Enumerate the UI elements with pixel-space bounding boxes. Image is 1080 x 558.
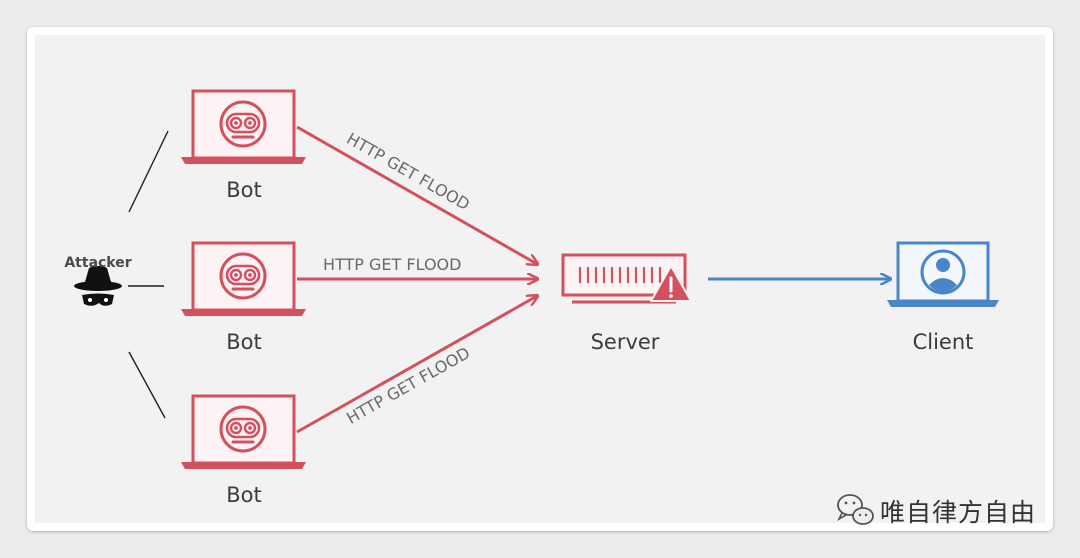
bot-laptop-middle bbox=[181, 241, 306, 316]
user-avatar-icon bbox=[920, 249, 966, 295]
flood-label-middle: HTTP GET FLOOD bbox=[323, 255, 462, 274]
bot-label-top: Bot bbox=[226, 178, 262, 202]
flood-arrow-bottom bbox=[296, 296, 537, 434]
client-label: Client bbox=[912, 330, 974, 354]
spy-hat-icon bbox=[74, 266, 122, 306]
wechat-icon bbox=[837, 494, 874, 525]
attacker-link-top bbox=[128, 130, 169, 213]
attacker-label: Attacker bbox=[64, 255, 132, 271]
flood-arrow-top bbox=[296, 125, 537, 264]
client-laptop bbox=[887, 241, 999, 307]
warning-triangle-icon bbox=[650, 265, 692, 302]
watermark: 唯自律方自由 bbox=[836, 493, 1036, 529]
bot-laptop-bottom bbox=[181, 394, 306, 469]
bot-label-middle: Bot bbox=[226, 330, 262, 354]
watermark-text: 唯自律方自由 bbox=[880, 498, 1037, 527]
attacker-link-bottom bbox=[128, 351, 166, 419]
bot-label-bottom: Bot bbox=[226, 483, 262, 507]
bot-laptop-top bbox=[181, 89, 306, 164]
server-label: Server bbox=[590, 330, 660, 354]
